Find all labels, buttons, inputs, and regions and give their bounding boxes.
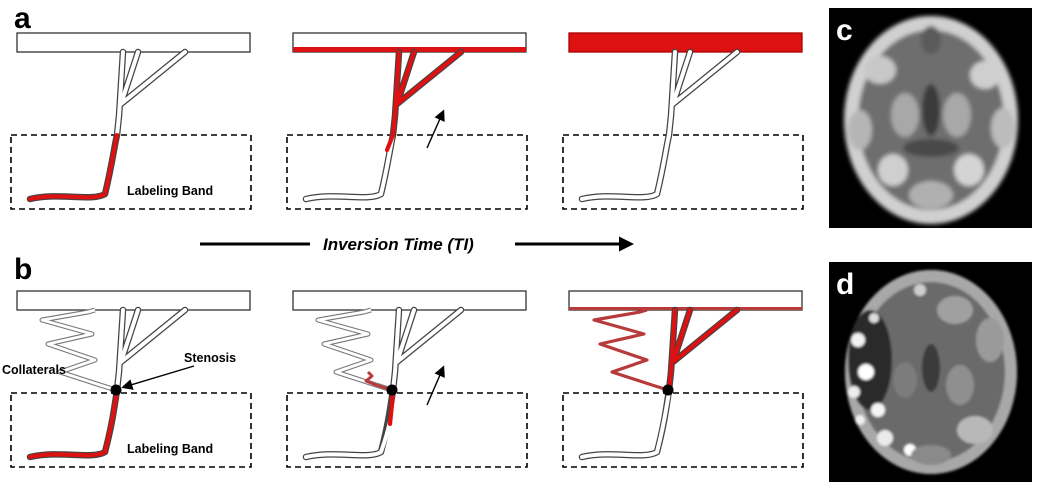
tissue-slab — [292, 290, 527, 311]
vessel-tree — [578, 48, 741, 203]
panel-label-a: a — [14, 2, 31, 35]
labeling-band-box — [286, 392, 528, 468]
stenosis-dot — [386, 384, 398, 396]
mri-panel-d: d — [829, 262, 1032, 482]
vessel-tree — [302, 48, 465, 203]
labeling-band-label: Labeling Band — [127, 184, 213, 198]
labeling-band-box — [562, 134, 804, 210]
labeling-band-box — [10, 392, 252, 468]
row-a-frame-1: Labeling Band — [10, 32, 252, 210]
panel-label-b: b — [14, 253, 32, 286]
row-b-frame-1: Collaterals Stenosis Labeling Band — [2, 290, 252, 468]
labeled-blood — [666, 307, 740, 393]
stenosis-pointer — [121, 365, 195, 390]
flow-arrow — [426, 365, 445, 406]
collateral-labeled-blood — [364, 370, 393, 392]
time-axis-label: Inversion Time (TI) — [323, 235, 474, 254]
labeling-band-box — [286, 134, 528, 210]
tissue-slab — [16, 32, 251, 53]
collaterals-label: Collaterals — [2, 363, 66, 377]
row-b-frame-2 — [286, 290, 528, 468]
vessel-tree — [26, 48, 189, 203]
collateral-labeled-blood — [592, 308, 669, 392]
vessel-tree — [302, 306, 465, 461]
vessel-tree — [26, 306, 189, 461]
labeled-blood — [27, 389, 120, 460]
inversion-time-axis: Inversion Time (TI) — [200, 235, 634, 254]
labeling-band-box — [562, 392, 804, 468]
mri-panel-c: c — [829, 8, 1032, 228]
stenosis-dot — [662, 384, 674, 396]
tissue-partial-labeling — [293, 47, 526, 52]
vessel-tree — [578, 306, 741, 461]
stenosis-label: Stenosis — [184, 351, 236, 365]
panel-label-c: c — [836, 14, 853, 47]
labeling-band-label: Labeling Band — [127, 442, 213, 456]
row-a-frame-3 — [562, 32, 804, 210]
stenosis-dot — [110, 384, 122, 396]
row-b-frame-3 — [562, 290, 804, 468]
labeled-blood — [384, 49, 464, 153]
labeling-band-box — [10, 134, 252, 210]
labeled-blood — [27, 132, 120, 202]
flow-arrow — [426, 109, 445, 149]
tissue-slab-labeled — [568, 32, 803, 53]
row-a-frame-2 — [286, 32, 528, 210]
tissue-partial-labeling — [569, 307, 802, 310]
tissue-slab — [16, 290, 251, 311]
panel-label-d: d — [836, 268, 854, 301]
